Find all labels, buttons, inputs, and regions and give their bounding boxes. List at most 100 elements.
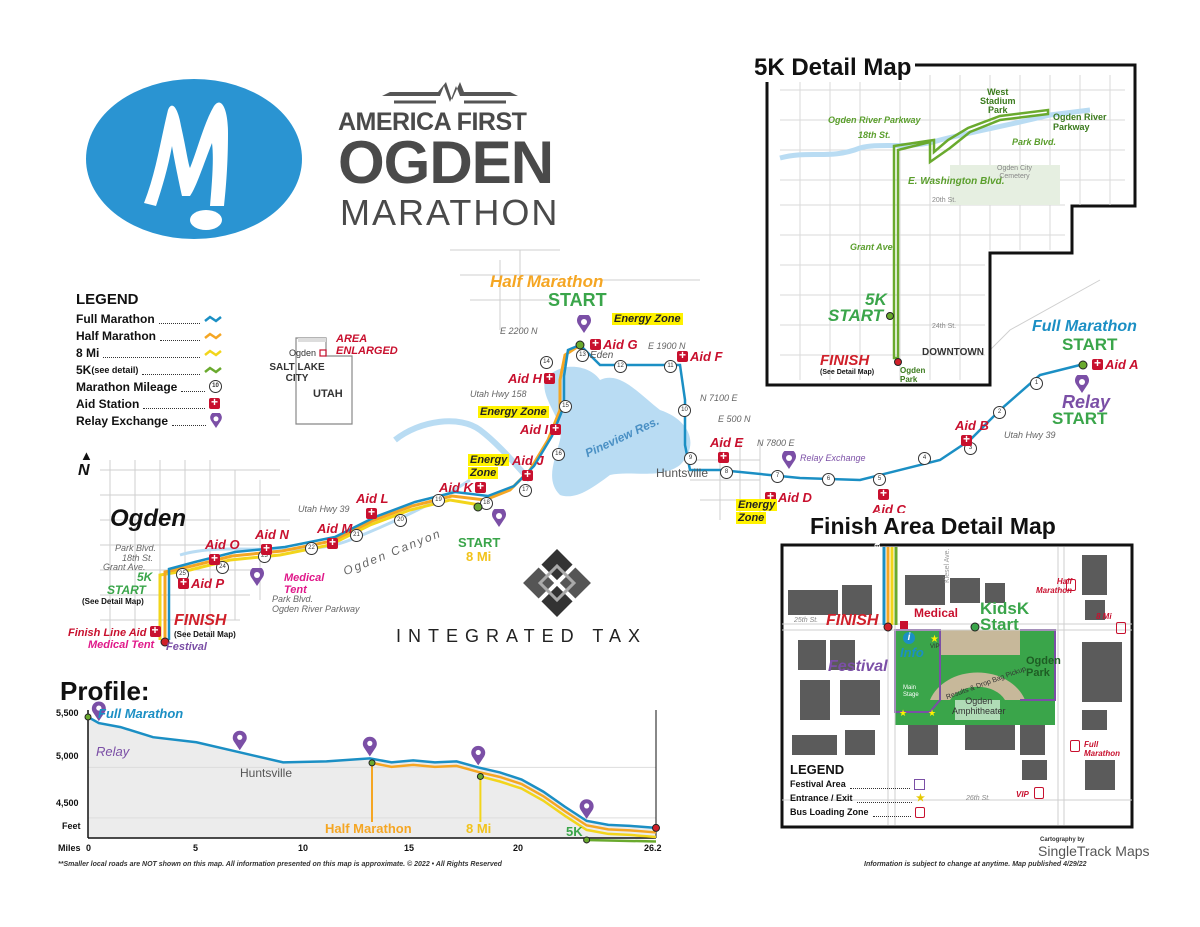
relay-exchange-icon <box>1075 375 1089 393</box>
relay-exchange-icon <box>362 736 377 757</box>
aid-station-f: Aid F <box>677 348 723 364</box>
road-n7800e: N 7800 E <box>757 438 795 448</box>
pineview-reservoir <box>544 366 691 497</box>
fivek-downtown: DOWNTOWN <box>922 347 985 358</box>
fivek-start-label: 5K <box>865 290 887 309</box>
legend-eight: 8 Mi <box>76 344 222 361</box>
place-eden: Eden <box>590 350 614 361</box>
aid-station-h: Aid H <box>508 370 557 386</box>
place-huntsville: Huntsville <box>656 466 709 480</box>
entrance-icon: ★ <box>899 708 908 718</box>
full-start-label: Full Marathon <box>1032 318 1137 335</box>
profile-start-point <box>583 836 591 844</box>
profile-series-1 <box>371 761 657 834</box>
sponsor-name: INTEGRATED TAX <box>396 626 648 646</box>
finish-legend-row: Festival Area <box>790 777 925 791</box>
fivek-label: 24th St. <box>932 323 957 330</box>
integrated-tax-logo-icon <box>523 549 591 617</box>
aid-station-k: Aid K <box>439 479 488 495</box>
entrance-icon: ★ <box>916 792 925 804</box>
profile-full-label: Full Marathon <box>98 706 184 721</box>
mile-marker: 12 <box>614 360 627 373</box>
relay-start-label: Relay <box>1062 392 1111 412</box>
entrance-icon: ★ <box>930 634 939 645</box>
fivek-label: Park Blvd. <box>1012 137 1057 147</box>
logo-title: OGDEN <box>338 129 554 196</box>
road-hwy158: Utah Hwy 158 <box>470 389 527 399</box>
mile-marker: 9 <box>684 452 697 465</box>
bus-icon <box>1066 579 1076 591</box>
legend-aid: Aid Station <box>76 395 222 412</box>
bus-icon <box>1034 787 1044 799</box>
relay-exchange-icon <box>210 413 222 428</box>
relay-exchange-icon <box>577 315 591 333</box>
legend: LEGEND Full Marathon Half Marathon 8 Mi … <box>76 291 222 429</box>
road-hwy39: Utah Hwy 39 <box>1004 430 1056 440</box>
relay-exchange-icon-center <box>584 803 590 809</box>
profile-relay-label: Relay <box>96 744 130 759</box>
mile-marker: 15 <box>559 400 572 413</box>
full-start-word: START <box>1062 335 1118 354</box>
utah-inset-icon <box>295 337 353 425</box>
mile-marker: 11 <box>664 360 677 373</box>
mile-marker: 10 <box>678 404 691 417</box>
finish-legend-row: Entrance / Exit★ <box>790 792 925 804</box>
profile-start-point <box>84 713 92 721</box>
x-tick-label: 5 <box>193 843 199 853</box>
aid-station-n: Aid N <box>255 527 289 557</box>
legend-full: Full Marathon <box>76 310 222 327</box>
bus-icon <box>915 806 925 818</box>
aid-station-o: Aid O <box>205 537 240 567</box>
finish-area-26th: 26th St. <box>966 795 991 802</box>
fivek-label: 20th St. <box>932 197 957 204</box>
road-e1900n: E 1900 N <box>648 341 686 351</box>
energy-zone: Energy Zone <box>478 406 549 418</box>
mile-marker: 19 <box>432 494 445 507</box>
mile-marker: 6 <box>822 473 835 486</box>
inset-utah: UTAH <box>313 388 343 400</box>
finish-map-title: Finish Area Detail Map <box>806 513 1060 540</box>
bus-vip: VIP <box>1016 790 1029 799</box>
fivek-start-word: START <box>828 306 884 325</box>
road-orp: Ogden River Parkway <box>272 604 360 614</box>
road-n7100e: N 7100 E <box>700 393 738 403</box>
finish-label: FINISH <box>174 612 227 629</box>
energy-zone: Energy Zone <box>612 313 683 325</box>
x-tick-label: 20 <box>513 843 524 853</box>
road-hwy39: Utah Hwy 39 <box>298 504 350 514</box>
profile-half-label: Half Marathon <box>325 821 412 836</box>
mile-marker: 14 <box>540 356 553 369</box>
logo-subtitle: MARATHON <box>340 192 560 233</box>
mile-marker: 21 <box>350 529 363 542</box>
profile-title: Profile: <box>60 676 150 706</box>
aid-station-e: Aid E <box>710 435 743 465</box>
y-tick-label: 5,000 <box>56 751 79 761</box>
legend-title: LEGEND <box>76 291 139 308</box>
x-tick-label: 0 <box>86 843 92 853</box>
aid-station-m: Aid M <box>317 521 352 551</box>
relay-exchange-icon-center <box>96 705 102 711</box>
footer-carto-by: Cartography by <box>1040 837 1085 843</box>
relay-exchange-icon <box>492 509 506 527</box>
mile-marker: 16 <box>552 448 565 461</box>
festival-label: Festival <box>166 641 207 653</box>
profile-eight-label: 8 Mi <box>466 821 492 836</box>
finish-legend-title: LEGEND <box>790 762 845 777</box>
mile-marker: 2 <box>993 406 1006 419</box>
mile-marker: 13 <box>576 349 589 362</box>
finish-area-finish: FINISH <box>826 612 879 629</box>
fivek-label: E. Washington Blvd. <box>908 176 1005 187</box>
north-arrow-icon: ▲ <box>80 448 93 463</box>
road-18th: 18th St. <box>122 553 154 563</box>
entrance-icon: ★ <box>928 708 937 718</box>
